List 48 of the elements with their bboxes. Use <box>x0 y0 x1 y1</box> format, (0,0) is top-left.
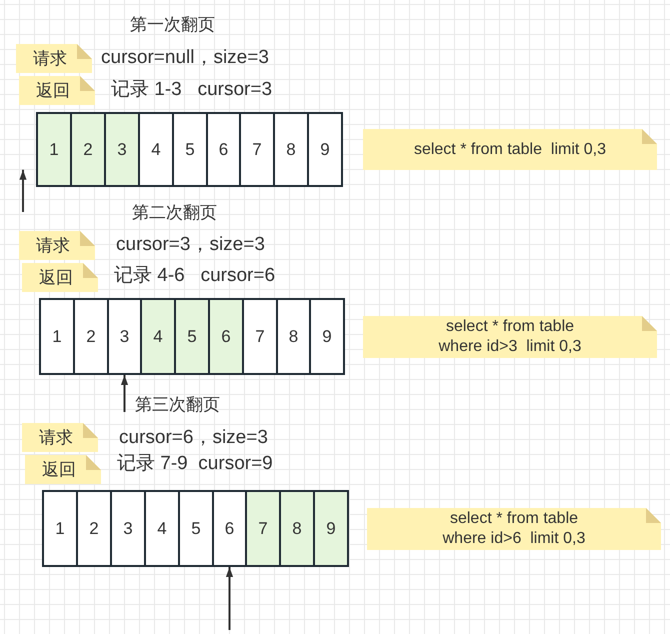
record-cell: 9 <box>307 112 343 187</box>
record-cell: 5 <box>174 298 210 375</box>
sql-note: select * from table where id>3 limit 0,3 <box>363 316 657 358</box>
record-cell: 2 <box>76 490 112 567</box>
parameter-text: cursor=null，size=3 <box>101 46 269 70</box>
note-tag: 返回 <box>22 263 98 292</box>
record-cell: 4 <box>140 298 176 375</box>
record-cell: 2 <box>73 298 109 375</box>
record-cell: 7 <box>245 490 281 567</box>
record-cell: 8 <box>276 298 311 375</box>
record-cell: 1 <box>39 298 75 375</box>
step-heading: 第二次翻页 <box>132 202 217 224</box>
arrow <box>120 375 128 412</box>
record-cell: 7 <box>239 112 275 187</box>
sql-note: select * from table limit 0,3 <box>363 129 657 170</box>
note-tag: 请求 <box>22 423 98 452</box>
arrow <box>19 170 27 212</box>
record-cell: 6 <box>206 112 241 187</box>
parameter-text: cursor=6，size=3 <box>119 426 268 450</box>
record-cell: 1 <box>42 490 78 567</box>
record-cell: 6 <box>212 490 247 567</box>
parameter-text: 记录 7-9 cursor=9 <box>117 452 273 476</box>
record-cell: 8 <box>273 112 309 187</box>
note-tag: 返回 <box>19 76 95 105</box>
parameter-text: 记录 1-3 cursor=3 <box>111 78 272 102</box>
step-heading: 第三次翻页 <box>135 394 220 416</box>
record-cell: 4 <box>138 112 174 187</box>
note-tag: 返回 <box>25 455 101 484</box>
record-cell: 9 <box>313 490 349 567</box>
record-cell: 9 <box>309 298 345 375</box>
record-cell: 3 <box>110 490 146 567</box>
note-tag: 请求 <box>19 231 95 260</box>
record-cell: 7 <box>242 298 278 375</box>
record-cell: 3 <box>104 112 140 187</box>
record-cell: 1 <box>36 112 72 187</box>
record-cell: 8 <box>279 490 315 567</box>
arrow <box>226 567 234 630</box>
note-tag: 请求 <box>16 44 92 73</box>
record-cell: 5 <box>178 490 214 567</box>
sql-note: select * from table where id>6 limit 0,3 <box>367 508 661 550</box>
step-heading: 第一次翻页 <box>130 14 215 36</box>
record-cell: 3 <box>107 298 142 375</box>
record-cell: 5 <box>172 112 208 187</box>
record-cell: 2 <box>70 112 106 187</box>
record-cell: 6 <box>208 298 244 375</box>
parameter-text: 记录 4-6 cursor=6 <box>114 264 276 288</box>
parameter-text: cursor=3，size=3 <box>116 233 265 257</box>
record-cell: 4 <box>144 490 180 567</box>
